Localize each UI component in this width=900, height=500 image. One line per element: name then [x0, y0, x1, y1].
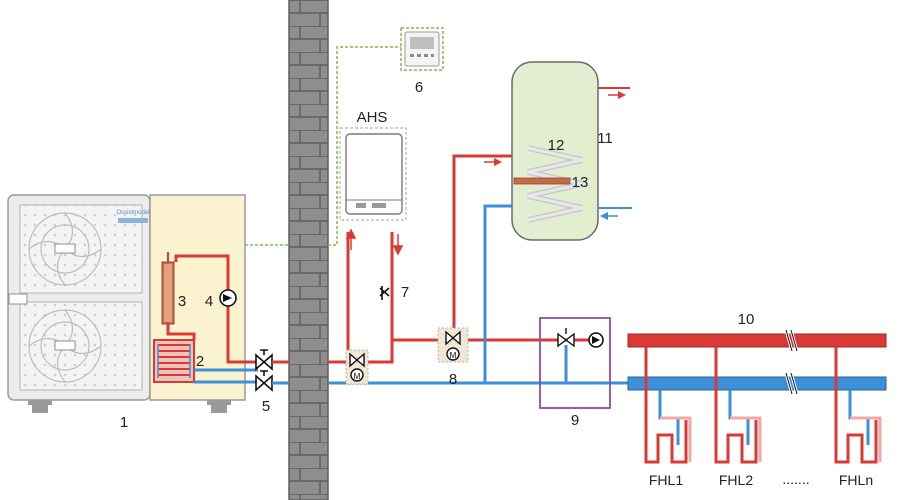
label-three-way-valve: 8 [449, 371, 457, 388]
plate-heat-exchanger [153, 339, 195, 383]
label-check-valve: 7 [401, 284, 409, 301]
dhw-tank [511, 61, 599, 241]
floor-loop-1 [644, 347, 692, 464]
fan-grille-bottom [19, 301, 143, 391]
internal-pump-icon [219, 289, 237, 307]
label-tank-coil: 12 [548, 137, 565, 154]
supply-pipe [272, 232, 394, 364]
internal-piping [166, 254, 258, 384]
building-wall [288, 0, 329, 500]
mixing-station [539, 317, 611, 409]
label-floor-loop-ellipsis: ....... [782, 471, 809, 487]
label-plate-heat-exchanger: 2 [196, 353, 204, 370]
label-shutoff-valves: 5 [262, 398, 270, 415]
label-tank-booster-heater: 13 [572, 174, 589, 191]
check-valve-icon [379, 286, 390, 300]
svg-text:M: M [450, 351, 457, 360]
auxiliary-heat-source [339, 127, 407, 221]
label-dhw-tank: 11 [597, 130, 613, 147]
label-mixing-station: 9 [571, 412, 579, 429]
return-pipe-from-tank [483, 204, 512, 383]
distributor-manifold [627, 329, 887, 395]
label-floor-loop-2: FHL2 [719, 472, 753, 488]
flow-arrows-tank [484, 91, 626, 220]
dhw-three-way-valve-icon: M [437, 327, 469, 363]
flow-arrows-ahs [345, 228, 404, 256]
tank-booster-heater [513, 177, 571, 185]
label-backup-heater: 3 [178, 293, 186, 310]
wired-controller [400, 27, 444, 71]
brand-mark: Ossistmodel [116, 210, 149, 216]
label-outdoor-unit: 1 [120, 414, 128, 431]
floor-loop-2 [714, 347, 762, 464]
label-wired-controller: 6 [415, 79, 423, 96]
ahs-three-way-valve-icon: M [345, 349, 369, 385]
control-wiring [245, 46, 401, 246]
svg-text:M: M [354, 372, 361, 381]
label-distributor: 10 [738, 311, 755, 328]
supply-pipe-to-tank-coil [452, 154, 512, 332]
unit-feet [28, 400, 231, 413]
shutoff-valves-icon [255, 349, 273, 392]
label-pump-internal: 4 [205, 293, 213, 310]
label-ahs: AHS [357, 109, 388, 126]
label-floor-loop-1: FHL1 [649, 472, 683, 488]
label-floor-loop-n: FHLn [839, 472, 873, 488]
brand-plate [118, 218, 148, 223]
backup-heater [161, 252, 175, 325]
floor-loop-n [834, 347, 882, 464]
